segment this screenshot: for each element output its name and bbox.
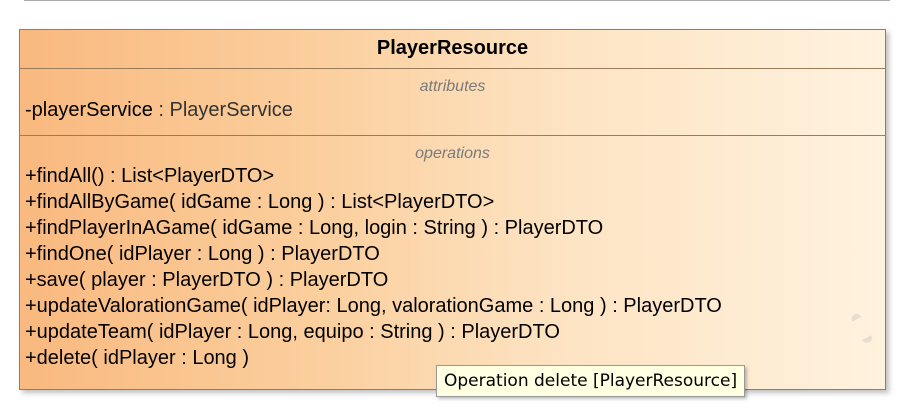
- operation-delete[interactable]: +delete( idPlayer : Long ): [25, 347, 250, 369]
- operation-save[interactable]: +save( player : PlayerDTO ) : PlayerDTO: [25, 269, 389, 291]
- attribute-name: -playerService: [25, 99, 153, 121]
- attributes-label: attributes: [419, 78, 486, 95]
- attribute-row[interactable]: -playerService : PlayerService: [20, 97, 885, 123]
- attributes-compartment: attributes -playerService : PlayerServic…: [20, 69, 885, 136]
- operations-label: operations: [415, 145, 490, 162]
- attribute-separator: :: [152, 99, 170, 121]
- operation-find-one[interactable]: +findOne( idPlayer : Long ) : PlayerDTO: [25, 243, 380, 265]
- operation-tooltip: Operation delete [PlayerResource]: [436, 365, 746, 397]
- operation-find-player-in-a-game[interactable]: +findPlayerInAGame( idGame : Long, login…: [25, 217, 604, 239]
- operations-compartment: operations +findAll() : List<PlayerDTO> …: [20, 136, 885, 371]
- top-divider-line: [24, 0, 890, 1]
- operation-find-all-by-game[interactable]: +findAllByGame( idGame : Long ) : List<P…: [25, 191, 495, 213]
- operation-update-team[interactable]: +updateTeam( idPlayer : Long, equipo : S…: [25, 321, 560, 343]
- operations-list: +findAll() : List<PlayerDTO> +findAllByG…: [20, 163, 885, 371]
- uml-class-player-resource[interactable]: PlayerResource attributes -playerService…: [19, 29, 886, 390]
- operation-update-valoration-game[interactable]: +updateValorationGame( idPlayer: Long, v…: [25, 295, 722, 317]
- operation-find-all[interactable]: +findAll() : List<PlayerDTO>: [25, 165, 275, 187]
- class-name[interactable]: PlayerResource: [20, 30, 885, 69]
- attribute-type: PlayerService: [169, 99, 293, 121]
